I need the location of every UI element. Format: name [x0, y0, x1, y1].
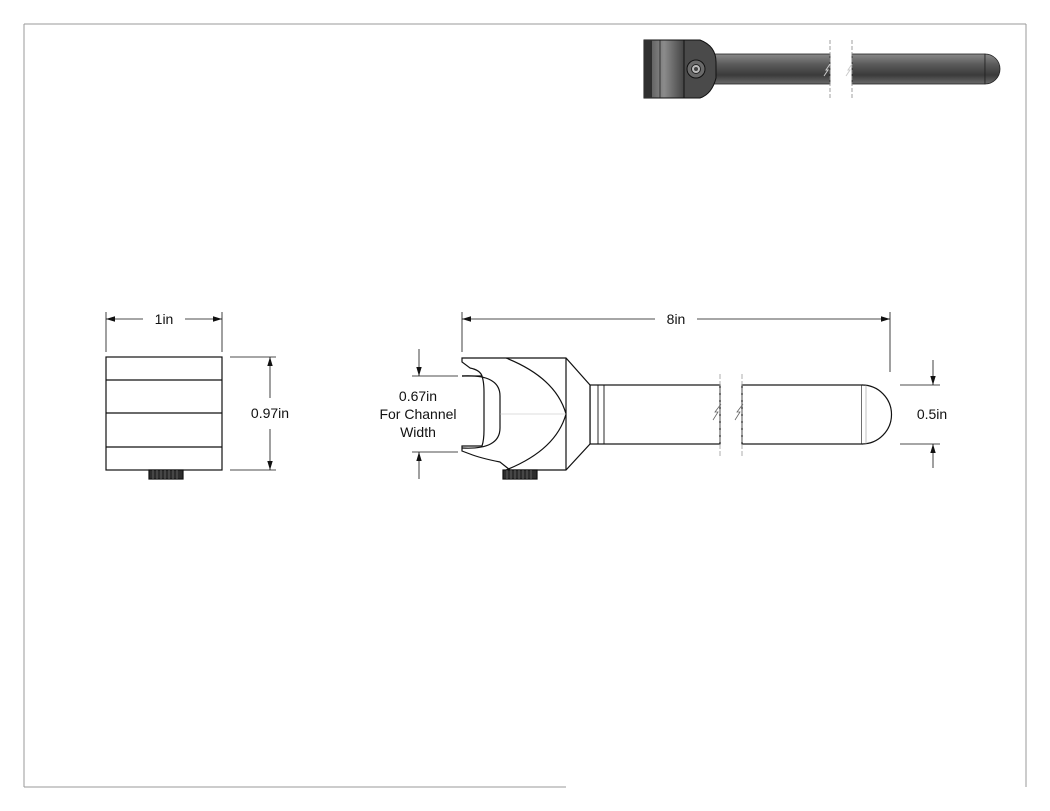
- side-view: [105, 356, 223, 480]
- dim-side-width: [105, 312, 223, 352]
- channel-width-value: 0.67in: [399, 388, 437, 404]
- dim-overall-length: [461, 312, 891, 372]
- channel-width-line1: For Channel: [379, 406, 456, 422]
- dim-rod-diameter: [900, 360, 940, 468]
- overall-length-label: 8in: [667, 311, 686, 327]
- sheet-border: [23, 23, 1027, 788]
- break-lines: [712, 374, 744, 456]
- rod-diameter-label: 0.5in: [917, 406, 947, 422]
- iso-render-view: [643, 39, 1001, 99]
- side-width-label: 1in: [155, 311, 174, 327]
- side-height-label: 0.97in: [251, 405, 289, 421]
- front-view: [461, 357, 893, 480]
- channel-width-line2: Width: [400, 424, 436, 440]
- dim-side-height: [230, 356, 276, 471]
- dim-channel-width: [412, 349, 458, 479]
